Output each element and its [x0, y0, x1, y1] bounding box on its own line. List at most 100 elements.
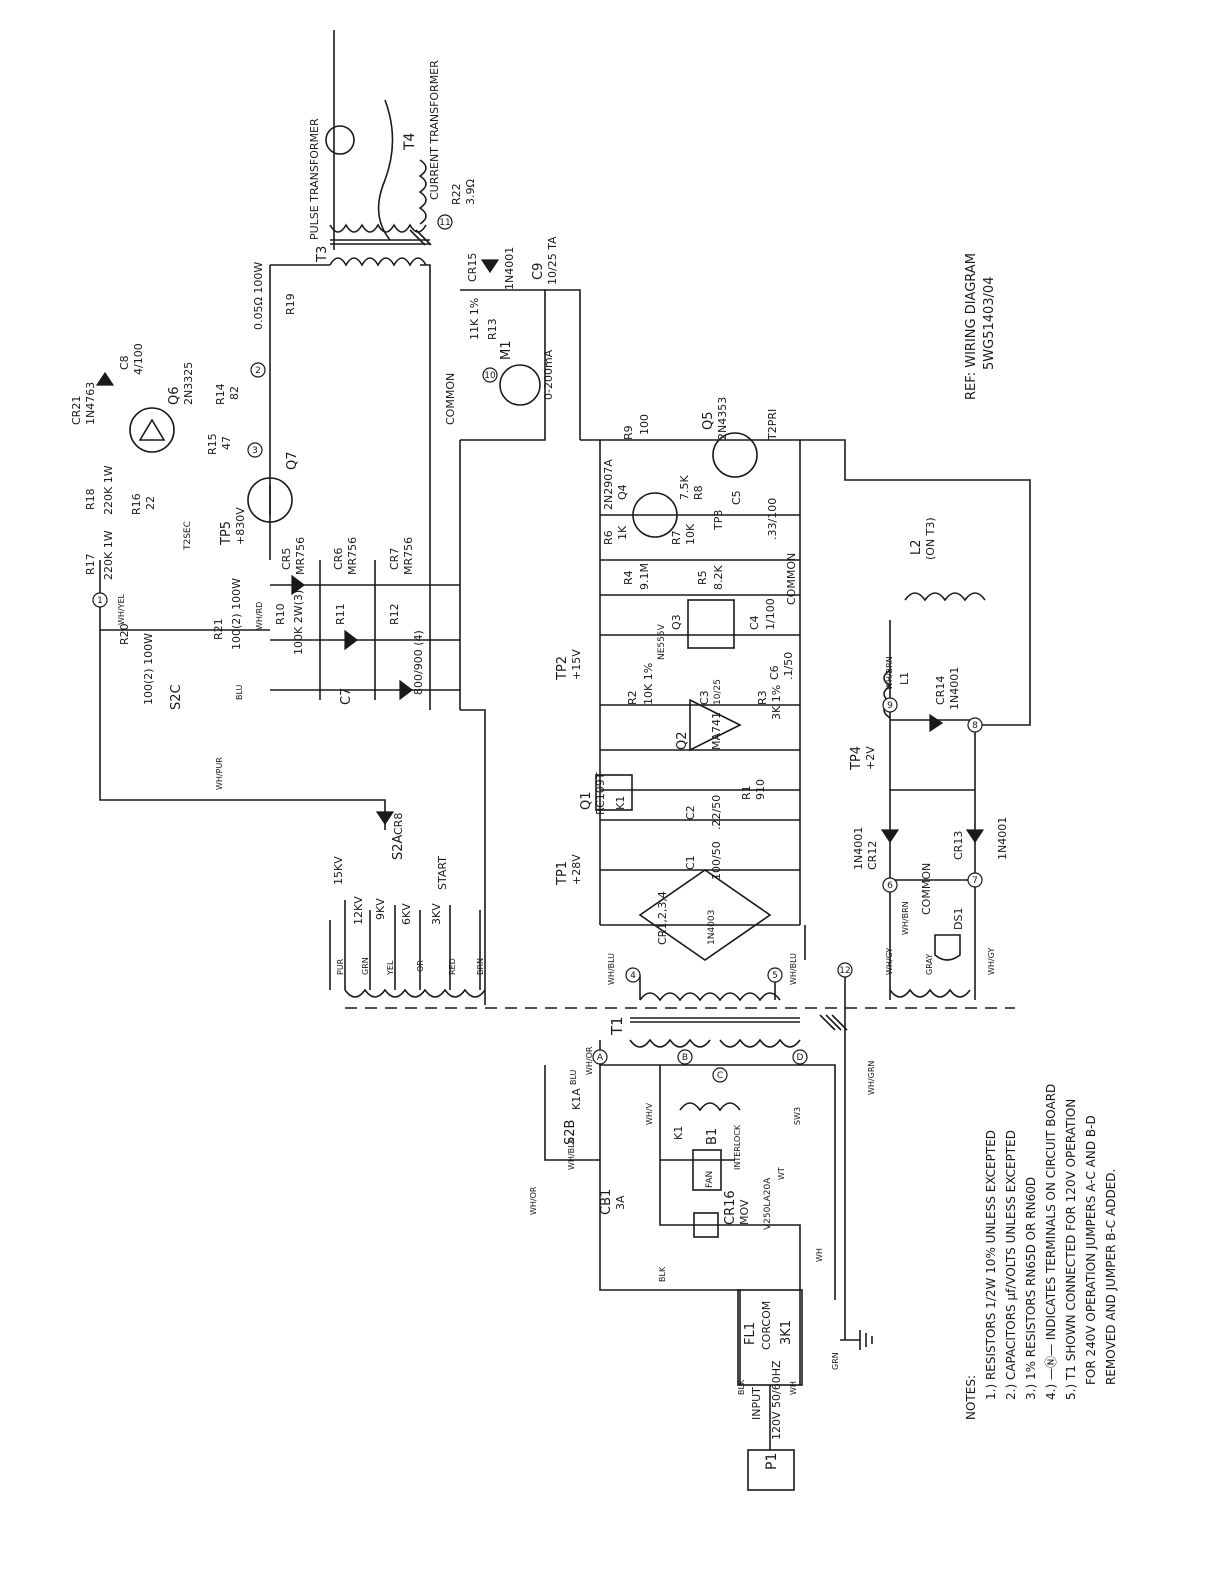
- q6-value: 2N3325: [182, 362, 195, 405]
- s2a-label: S2A: [391, 834, 406, 860]
- t1-primary-winding-a: [629, 1038, 711, 1048]
- sw3-label: SW3: [793, 1107, 802, 1125]
- r21-label: R21: [212, 618, 225, 640]
- t2pri-label: T2PRI: [766, 409, 779, 441]
- mov-label: MOV: [738, 1199, 751, 1225]
- t1-secondary-winding: [639, 992, 781, 1002]
- tp2-label: TP2: [555, 656, 570, 681]
- cr6-diode: [344, 629, 358, 651]
- cr12-diode: [880, 829, 900, 844]
- notes-block: NOTES: 1.) RESISTORS 1/2W 10% UNLESS EXC…: [964, 1084, 1118, 1420]
- c3-value: 10/25: [713, 679, 723, 705]
- terminal-1: 1: [97, 596, 103, 606]
- wh-gy-label-right: WH/GY: [987, 948, 996, 975]
- q4-label: Q4: [616, 484, 629, 500]
- tap-3kv-label: 3KV: [430, 903, 443, 925]
- cr15-diode: [480, 259, 500, 274]
- c6-label: C6: [768, 665, 781, 680]
- c7-value: 800/900 (4): [412, 630, 425, 695]
- common-label-lower: COMMON: [920, 863, 933, 915]
- q2-opamp-symbol: [689, 698, 742, 752]
- mov-value: V250LA20A: [763, 1177, 773, 1230]
- component-symbols: [129, 30, 986, 1491]
- terminal-3: 3: [252, 446, 258, 456]
- b1-fan-box: [692, 1149, 722, 1191]
- cr12-label: CR12: [866, 841, 879, 870]
- l1-label: L1: [898, 672, 911, 685]
- terminal-a: A: [597, 1053, 604, 1063]
- k1-relay-coil: [679, 1102, 741, 1112]
- c9-label: C9: [531, 263, 546, 280]
- wh-pur-label: WH/PUR: [215, 757, 224, 790]
- r5-value: 8.2K: [712, 565, 725, 590]
- r4-label: R4: [622, 570, 635, 585]
- r20-label: R20: [118, 623, 131, 645]
- wire-yel-label: YEL: [386, 960, 395, 976]
- blk-label-input: BLK: [737, 1379, 746, 1395]
- terminal-11: 11: [439, 218, 450, 228]
- cr1234-value: 1N4003: [707, 910, 717, 945]
- q1-rc109t-box: [595, 774, 633, 811]
- wh-grn-label: WH/GRN: [867, 1061, 876, 1095]
- cr12-value: 1N4001: [852, 827, 865, 870]
- cr15-label: CR15: [466, 253, 479, 282]
- wt-label: WT: [777, 1167, 786, 1180]
- r19-label: R19: [284, 293, 297, 315]
- m1-value: 0-200mA: [542, 349, 555, 400]
- r5-label: R5: [696, 570, 709, 585]
- c1-value: 100/50: [710, 841, 723, 880]
- cr16-mov-box: [693, 1212, 719, 1238]
- r21-value: 100(2) 100W: [230, 578, 243, 650]
- c3-label: C3: [698, 690, 711, 705]
- s2c-label: S2C: [169, 684, 184, 710]
- p1-plug-box: [747, 1449, 795, 1491]
- b1-label: B1: [705, 1128, 720, 1145]
- q5-label: Q5: [701, 411, 716, 430]
- wiring: [99, 264, 1031, 1450]
- common-label-top: COMMON: [444, 373, 457, 425]
- wh-gy-label-left: WH/GY: [885, 948, 894, 975]
- r9-label: R9: [622, 425, 635, 440]
- c4-value: 1/100: [764, 598, 777, 630]
- wire-red-label: RED: [448, 958, 457, 975]
- blk-label-top: BLK: [658, 1266, 667, 1282]
- tp5-label: TP5: [219, 521, 234, 546]
- tp1-value: +28V: [570, 854, 583, 885]
- r6-value: 1K: [616, 525, 629, 540]
- diode-symbols: [95, 259, 985, 844]
- r11-label: R11: [334, 603, 347, 625]
- t4-current-transformer-core: [325, 125, 355, 155]
- k1-board-label: K1: [614, 796, 627, 810]
- p1-label: P1: [764, 1453, 780, 1470]
- grn-label-input: GRN: [831, 1352, 840, 1370]
- q6-label: Q6: [167, 386, 182, 405]
- m1-meter-symbol: [499, 364, 541, 406]
- q4-symbol: [632, 492, 678, 538]
- ref-number: 5WG51403/04: [982, 277, 997, 370]
- wh-blk-label: WH/BLK: [567, 1137, 576, 1170]
- wire-brn-label: BRN: [476, 958, 485, 975]
- cr5-value: MR756: [294, 537, 307, 575]
- cr13-label: CR13: [952, 831, 965, 860]
- q2-value: MA741: [710, 712, 723, 750]
- hv-tap-winding: [344, 988, 486, 998]
- r20-value: 100(2) 100W: [142, 633, 155, 705]
- r22-label: R22: [450, 183, 463, 205]
- terminal-10: 10: [484, 371, 496, 381]
- tp1-label: TP1: [555, 861, 570, 886]
- m1-label: M1: [499, 341, 514, 361]
- t3-winding-primary: [329, 257, 427, 267]
- l2-value: (ON T3): [924, 517, 937, 560]
- cb1-label: CB1: [599, 1189, 614, 1215]
- tp5-value: +830V: [234, 507, 247, 545]
- cr8-label: CR8: [392, 813, 405, 835]
- r7-value: 10K: [684, 523, 697, 545]
- r12-label: R12: [388, 603, 401, 625]
- note-1: 1.) RESISTORS 1/2W 10% UNLESS EXCEPTED: [984, 1130, 998, 1400]
- t2sec-label: T2SEC: [183, 521, 193, 551]
- q3-ne555-box: [687, 599, 735, 649]
- r4-value: 9.1M: [638, 563, 651, 590]
- q3-label: Q3: [670, 614, 683, 630]
- terminal-d: D: [797, 1053, 804, 1063]
